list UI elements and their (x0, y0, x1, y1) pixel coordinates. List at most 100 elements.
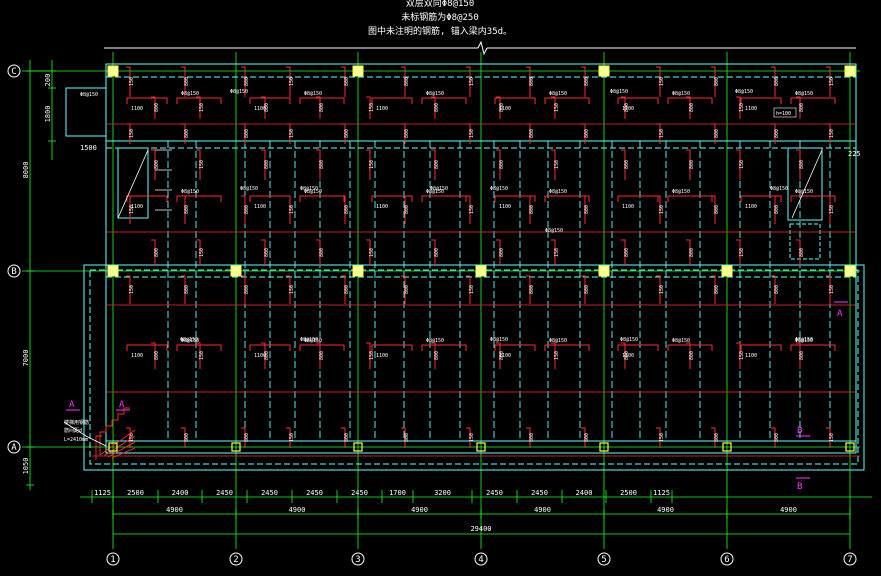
rebar-bar (581, 275, 586, 304)
rebar-bar (431, 239, 436, 266)
rebar-length-label: 800 (689, 248, 695, 257)
dim-segment: 2500 (620, 489, 637, 497)
dim-segment: 2450 (486, 489, 503, 497)
dim-segment: 2450 (261, 489, 278, 497)
rebar-length-label: 150 (129, 205, 135, 214)
dim-segment: 3200 (434, 489, 451, 497)
rebar-span (740, 97, 782, 104)
section-marks: A A A B B (66, 301, 848, 492)
rebar-span-label: 1100 (745, 204, 757, 210)
rebar-bar (316, 239, 321, 266)
rebar-bar (526, 275, 531, 304)
axis-bubble-6 (720, 552, 734, 566)
rebar-bar (656, 275, 661, 304)
rebar-spec-label: Φ8@150 (490, 186, 508, 192)
axis-label-1: 1 (110, 555, 115, 565)
rebar-span (421, 97, 467, 104)
rebar-span (790, 344, 836, 351)
rebar-span (299, 97, 345, 104)
stair-diagonals (117, 149, 823, 219)
rebar-bar (401, 275, 406, 304)
rebar-spec-label: Φ8@150 (240, 186, 258, 192)
rebar-bar (686, 342, 691, 369)
rebar-span-label: 1100 (499, 353, 511, 359)
rebar-bar (341, 427, 346, 448)
rebar-bar (401, 427, 406, 448)
rebar-length-label: 800 (404, 433, 410, 442)
rebar-length-label: 800 (624, 248, 630, 257)
rebar-spec-label: Φ8@150 (795, 337, 813, 343)
axis-label-2: 2 (233, 555, 238, 565)
rebar-length-label: 800 (529, 285, 535, 294)
rebar-length-label: 150 (739, 248, 745, 257)
rebar-bar (466, 195, 471, 224)
rebar-bar (771, 275, 776, 304)
rebar-spec-label: Φ8@150 (300, 337, 318, 343)
rebar-length-label: 800 (319, 160, 325, 169)
rebar-span-label: 1100 (254, 353, 266, 359)
rebar-span (299, 344, 345, 351)
rebar-bar (286, 123, 291, 144)
rebar-length-label: 800 (714, 129, 720, 138)
rebar-length-label: 800 (529, 205, 535, 214)
rebar-length-label: 800 (624, 351, 630, 360)
axis-bubble-1 (106, 552, 120, 566)
column (231, 442, 241, 452)
stair-detail (95, 407, 136, 460)
dim-segment: 2400 (576, 489, 593, 497)
column (721, 265, 733, 277)
box-label-frame (773, 107, 797, 118)
rebar-bar (151, 342, 156, 369)
rebar-bar (401, 123, 406, 144)
rebar-bar (431, 96, 436, 119)
rebar-bar (771, 427, 776, 448)
rebar-span-label: 1100 (376, 353, 388, 359)
rebar-length-label: 150 (659, 77, 665, 86)
column (844, 265, 856, 277)
rebar-bar (181, 66, 186, 97)
column (107, 65, 119, 77)
rebar-length-label: 800 (344, 285, 350, 294)
rebar-length-label: 150 (659, 129, 665, 138)
rebar-span-label: 1100 (745, 106, 757, 112)
left-dimension-chain (26, 60, 56, 490)
rebar-bar (526, 427, 531, 448)
rebar-spec-label: Φ8@150 (795, 338, 813, 344)
axis-bubble-a (7, 440, 21, 454)
section-mark-a1: A (69, 400, 75, 410)
rebar-spec-label: Φ8@150 (735, 89, 753, 95)
dim-left-1800: 1800 (44, 106, 52, 123)
rebar-bar (621, 342, 626, 369)
rebar-span (740, 195, 782, 202)
rebar-spec-label: Φ8@150 (300, 186, 318, 192)
box-label: h=100 (776, 111, 791, 117)
rebar-length-label: 150 (289, 129, 295, 138)
rebar-bar (826, 275, 831, 304)
dim-segment: 2450 (216, 489, 233, 497)
rebar-length-label: 800 (499, 248, 505, 257)
rebar-length-label: 150 (369, 351, 375, 360)
rebar-bar (286, 427, 291, 448)
axis-label-b: B (11, 267, 16, 277)
rebar-length-label: 800 (499, 160, 505, 169)
dim-segment: 1125 (94, 489, 111, 497)
section-mark-a2: A (119, 400, 125, 410)
rebar-length-label: 800 (344, 205, 350, 214)
rebar-length-label: 800 (344, 77, 350, 86)
rebar-bar (316, 96, 321, 119)
rebar-bar (711, 66, 716, 97)
rebar-length-label: 150 (469, 77, 475, 86)
axis-bubble-7 (843, 552, 857, 566)
stair-label-3: L=2410mm (64, 437, 88, 443)
rebar-length-label: 800 (244, 129, 250, 138)
rebar-bar (551, 96, 556, 119)
rebar-bar (621, 239, 626, 266)
stair-label-2: 筋间距d (64, 427, 82, 434)
rebar-bar (581, 66, 586, 97)
section-mark-b2: B (797, 482, 802, 492)
rebar-bar (551, 149, 556, 180)
rebar-span (371, 97, 413, 104)
rebar-length-label: 150 (739, 160, 745, 169)
rebar-span (790, 195, 836, 202)
rebar-bar (496, 239, 501, 266)
